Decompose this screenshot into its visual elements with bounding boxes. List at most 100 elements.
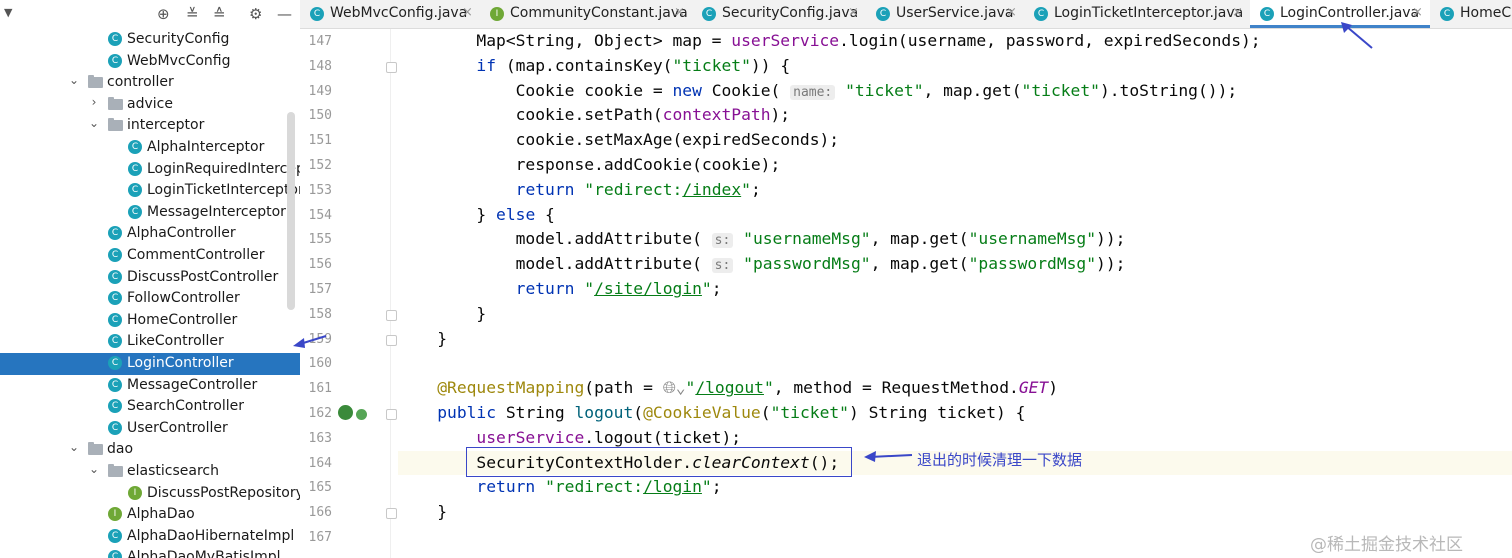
close-icon[interactable]: × (848, 5, 859, 20)
line-number: 150 (308, 108, 332, 124)
code-line-158[interactable]: } (398, 303, 487, 323)
web-endpoint-icon[interactable] (338, 405, 353, 420)
class-icon: C (108, 420, 122, 435)
locate-icon[interactable]: ⊕ (157, 5, 170, 23)
tab-label: LoginTicketInterceptor.java (1054, 5, 1244, 21)
fold-marker-icon[interactable] (386, 309, 397, 321)
class-icon: C (108, 312, 122, 327)
tab-arrow-icon (1341, 22, 1373, 49)
close-icon[interactable]: × (674, 5, 685, 20)
fold-marker-icon[interactable] (386, 508, 397, 520)
code-line-163[interactable]: userService.logout(ticket); (476, 427, 742, 447)
hide-icon[interactable]: — (277, 5, 292, 23)
code-line-154[interactable]: } else { (398, 204, 555, 224)
bean-icon[interactable] (356, 409, 367, 420)
class-icon: C (108, 377, 122, 392)
code-line-153[interactable]: return "redirect:/index"; (515, 179, 761, 199)
tree-item[interactable]: ›advice (0, 94, 300, 116)
chevron-down-icon[interactable]: ⌄ (68, 440, 80, 455)
close-icon[interactable]: × (462, 5, 473, 20)
class-icon: C (108, 356, 122, 370)
fold-marker-icon[interactable] (386, 334, 397, 346)
code-line-156[interactable]: model.addAttribute( s: "passwordMsg", ma… (398, 254, 1126, 274)
code-line-155[interactable]: model.addAttribute( s: "usernameMsg", ma… (398, 229, 1126, 249)
tree-toolbar: ▼ ⊕ ≚ ≙ ⚙ — (0, 0, 300, 28)
code-line-162[interactable]: public String logout(@CookieValue("ticke… (437, 403, 1026, 422)
expand-all-icon[interactable]: ≚ (186, 5, 199, 23)
chevron-down-icon[interactable]: ⌄ (68, 73, 80, 88)
code-line-159[interactable]: } (398, 328, 448, 348)
line-number: 164 (308, 455, 332, 471)
tab-label: CommunityConstant.java (510, 5, 688, 21)
code-line-150[interactable]: cookie.setPath(contextPath); (398, 105, 791, 125)
code-line-149[interactable]: Cookie cookie = new Cookie( name: "ticke… (398, 80, 1238, 100)
code-line-164[interactable]: SecurityContextHolder.clearContext(); (398, 450, 1512, 476)
line-number: 166 (308, 505, 332, 521)
code-line-157[interactable]: return "/site/login"; (515, 279, 722, 298)
collapse-all-icon[interactable]: ≙ (213, 5, 226, 23)
gear-icon[interactable]: ⚙ (249, 5, 263, 23)
fold-marker-icon[interactable] (386, 409, 397, 420)
tree-scrollbar[interactable] (287, 112, 295, 310)
tree-item[interactable]: ⌄interceptor (0, 115, 300, 137)
code-line-166[interactable]: } (398, 502, 448, 522)
close-icon[interactable]: × (1412, 5, 1423, 20)
tree-item[interactable]: C SecurityConfig (0, 29, 300, 51)
chevron-right-icon[interactable]: › (91, 94, 97, 109)
code-line-147[interactable]: Map<String, Object> map = userService.lo… (398, 31, 1261, 50)
code-line-160[interactable] (398, 351, 1512, 376)
close-icon[interactable]: × (1006, 5, 1017, 20)
tree-item-label: LoginRequiredIntercept (147, 160, 301, 177)
code-line-151[interactable]: cookie.setMaxAge(expiredSeconds); (398, 130, 840, 150)
line-number: 159 (308, 331, 332, 347)
code-line-165[interactable]: return "redirect:/login"; (476, 477, 722, 497)
tree-item-label: elasticsearch (127, 463, 219, 479)
tree-item[interactable]: ⌄ elasticsearch (0, 461, 300, 483)
code-line-148[interactable]: if (map.containsKey("ticket")) { (476, 55, 791, 75)
chevron-down-icon[interactable]: ⌄ (88, 116, 100, 131)
fold-marker-icon[interactable] (386, 61, 397, 73)
code-area[interactable]: Map<String, Object> map = userService.lo… (398, 29, 1512, 558)
tree-item-label: AlphaInterceptor (147, 139, 265, 155)
highlight-box (466, 447, 852, 477)
code-line-152[interactable]: response.addCookie(cookie); (398, 155, 781, 174)
tree-item[interactable]: ⌄controller (0, 72, 300, 94)
line-number: 148 (308, 58, 332, 74)
dropdown-chevron-icon[interactable]: ▼ (4, 6, 13, 19)
tree-item-label: SecurityConfig (127, 31, 230, 47)
class-icon: C (108, 32, 122, 46)
chevron-down-icon[interactable]: ⌄ (88, 462, 100, 476)
code-line-161[interactable]: @RequestMapping(path = 🌐︎⌄"/logout", met… (437, 378, 1059, 398)
close-icon[interactable]: × (1232, 5, 1243, 20)
class-icon: C (108, 334, 122, 349)
tree-item[interactable]: ⌄dao (0, 439, 300, 461)
